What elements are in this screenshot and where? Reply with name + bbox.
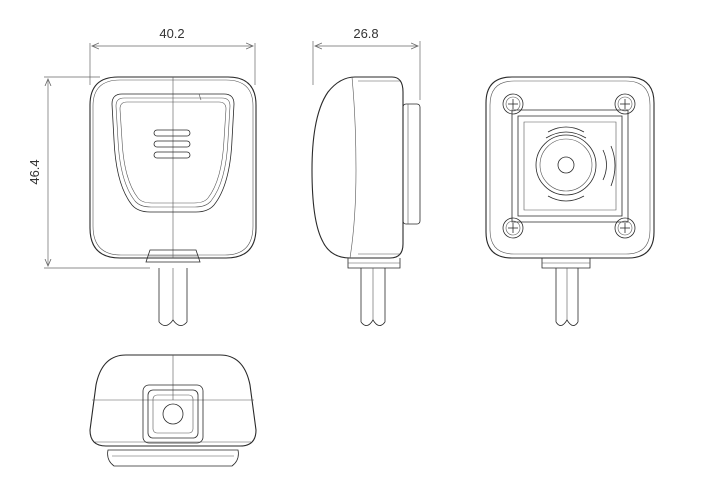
screw-top-left bbox=[502, 93, 524, 115]
side-view: 26.8 bbox=[311, 26, 421, 326]
screw-top-right bbox=[614, 93, 636, 115]
height-dimension-label: 46.4 bbox=[27, 159, 42, 184]
height-dimension: 46.4 bbox=[27, 76, 150, 269]
screw-bottom-right bbox=[614, 217, 636, 239]
width-dimension-label: 40.2 bbox=[159, 26, 184, 41]
screw-bottom-left bbox=[502, 217, 524, 239]
front-view: 40.2 46.4 bbox=[27, 26, 257, 326]
rear-view bbox=[485, 76, 655, 326]
width-dimension: 40.2 bbox=[89, 26, 256, 85]
depth-dimension-label: 26.8 bbox=[353, 26, 378, 41]
depth-dimension: 26.8 bbox=[312, 26, 421, 100]
bottom-view bbox=[89, 354, 257, 467]
